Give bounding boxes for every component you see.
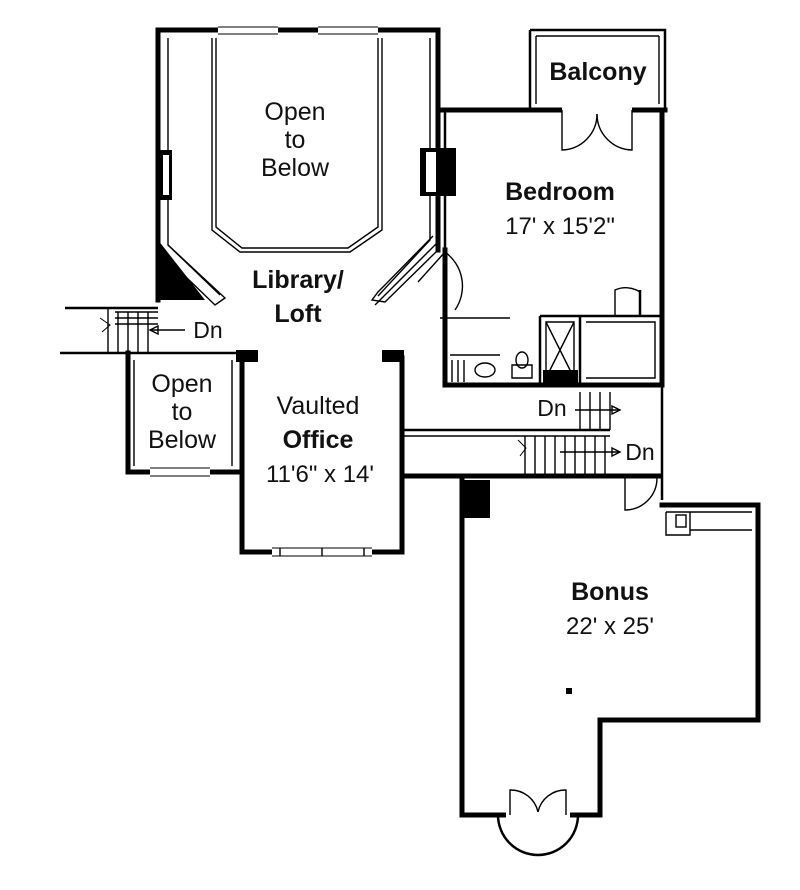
office-size: 11'6" x 14': [266, 461, 374, 488]
open-below-top-line3: Below: [261, 154, 330, 182]
balcony-label: Balcony: [549, 58, 646, 86]
office-line2: Office: [283, 426, 354, 454]
library-loft-line1: Library/: [252, 266, 344, 294]
right-stairs: Dn Dn: [399, 385, 664, 511]
open-below-top-line1: Open: [264, 98, 325, 126]
bonus-label: Bonus: [571, 578, 649, 606]
open-to-below-left: Open to Below: [125, 350, 258, 477]
left-stair: Dn: [60, 306, 240, 355]
open-below-left-line2: to: [172, 398, 193, 426]
open-to-below-top: Open to Below: [261, 98, 330, 182]
bonus-room: Bonus 22' x 25': [459, 477, 761, 857]
open-below-top-line2: to: [285, 126, 306, 154]
library-loft-walls: [155, 26, 456, 306]
right-stair-upper-dn: Dn: [537, 395, 566, 421]
bedroom-label: Bedroom: [505, 178, 615, 206]
library-loft-line2: Loft: [274, 300, 322, 328]
bonus-size: 22' x 25': [566, 613, 654, 640]
balcony-walls: Balcony: [528, 28, 667, 108]
bedroom-walls: Bedroom 17' x 15'2": [417, 106, 668, 388]
hall-walls: [401, 247, 448, 430]
office-line1: Vaulted: [277, 392, 360, 420]
open-below-left-line1: Open: [151, 370, 212, 398]
library-loft-label: Library/ Loft: [252, 266, 344, 328]
left-stair-dn: Dn: [193, 317, 222, 343]
right-stair-lower-dn: Dn: [625, 439, 654, 465]
open-below-left-line3: Below: [148, 426, 217, 454]
vaulted-office: Vaulted Office 11'6" x 14': [239, 350, 405, 557]
bedroom-size: 17' x 15'2": [505, 213, 615, 240]
